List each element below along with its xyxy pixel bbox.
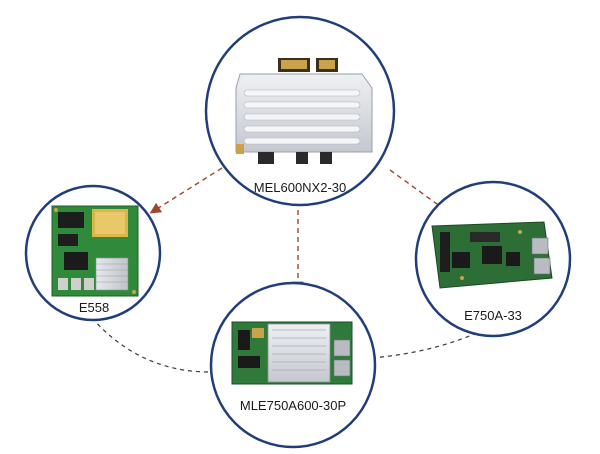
node-center-label: MEL600NX2-30	[254, 180, 347, 195]
node-left: E558	[24, 184, 162, 322]
node-right: E750A-33	[414, 180, 572, 338]
dark-green-pcb-image	[431, 221, 553, 289]
connector-left-to-bottom	[91, 317, 211, 373]
arrow-center-to-left	[149, 167, 223, 214]
connector-bottom-to-right	[371, 325, 493, 359]
green-pcb-image	[51, 205, 139, 297]
pcb-with-heatsink-image	[231, 321, 353, 385]
node-right-label: E750A-33	[464, 308, 522, 323]
heatsink-module-image	[235, 58, 373, 164]
arrow-center-to-right	[389, 169, 451, 214]
node-bottom-label: MLE750A600-30P	[240, 398, 346, 413]
node-center: MEL600NX2-30	[204, 15, 396, 207]
node-bottom: MLE750A600-30P	[209, 281, 377, 449]
node-left-label: E558	[79, 300, 109, 315]
